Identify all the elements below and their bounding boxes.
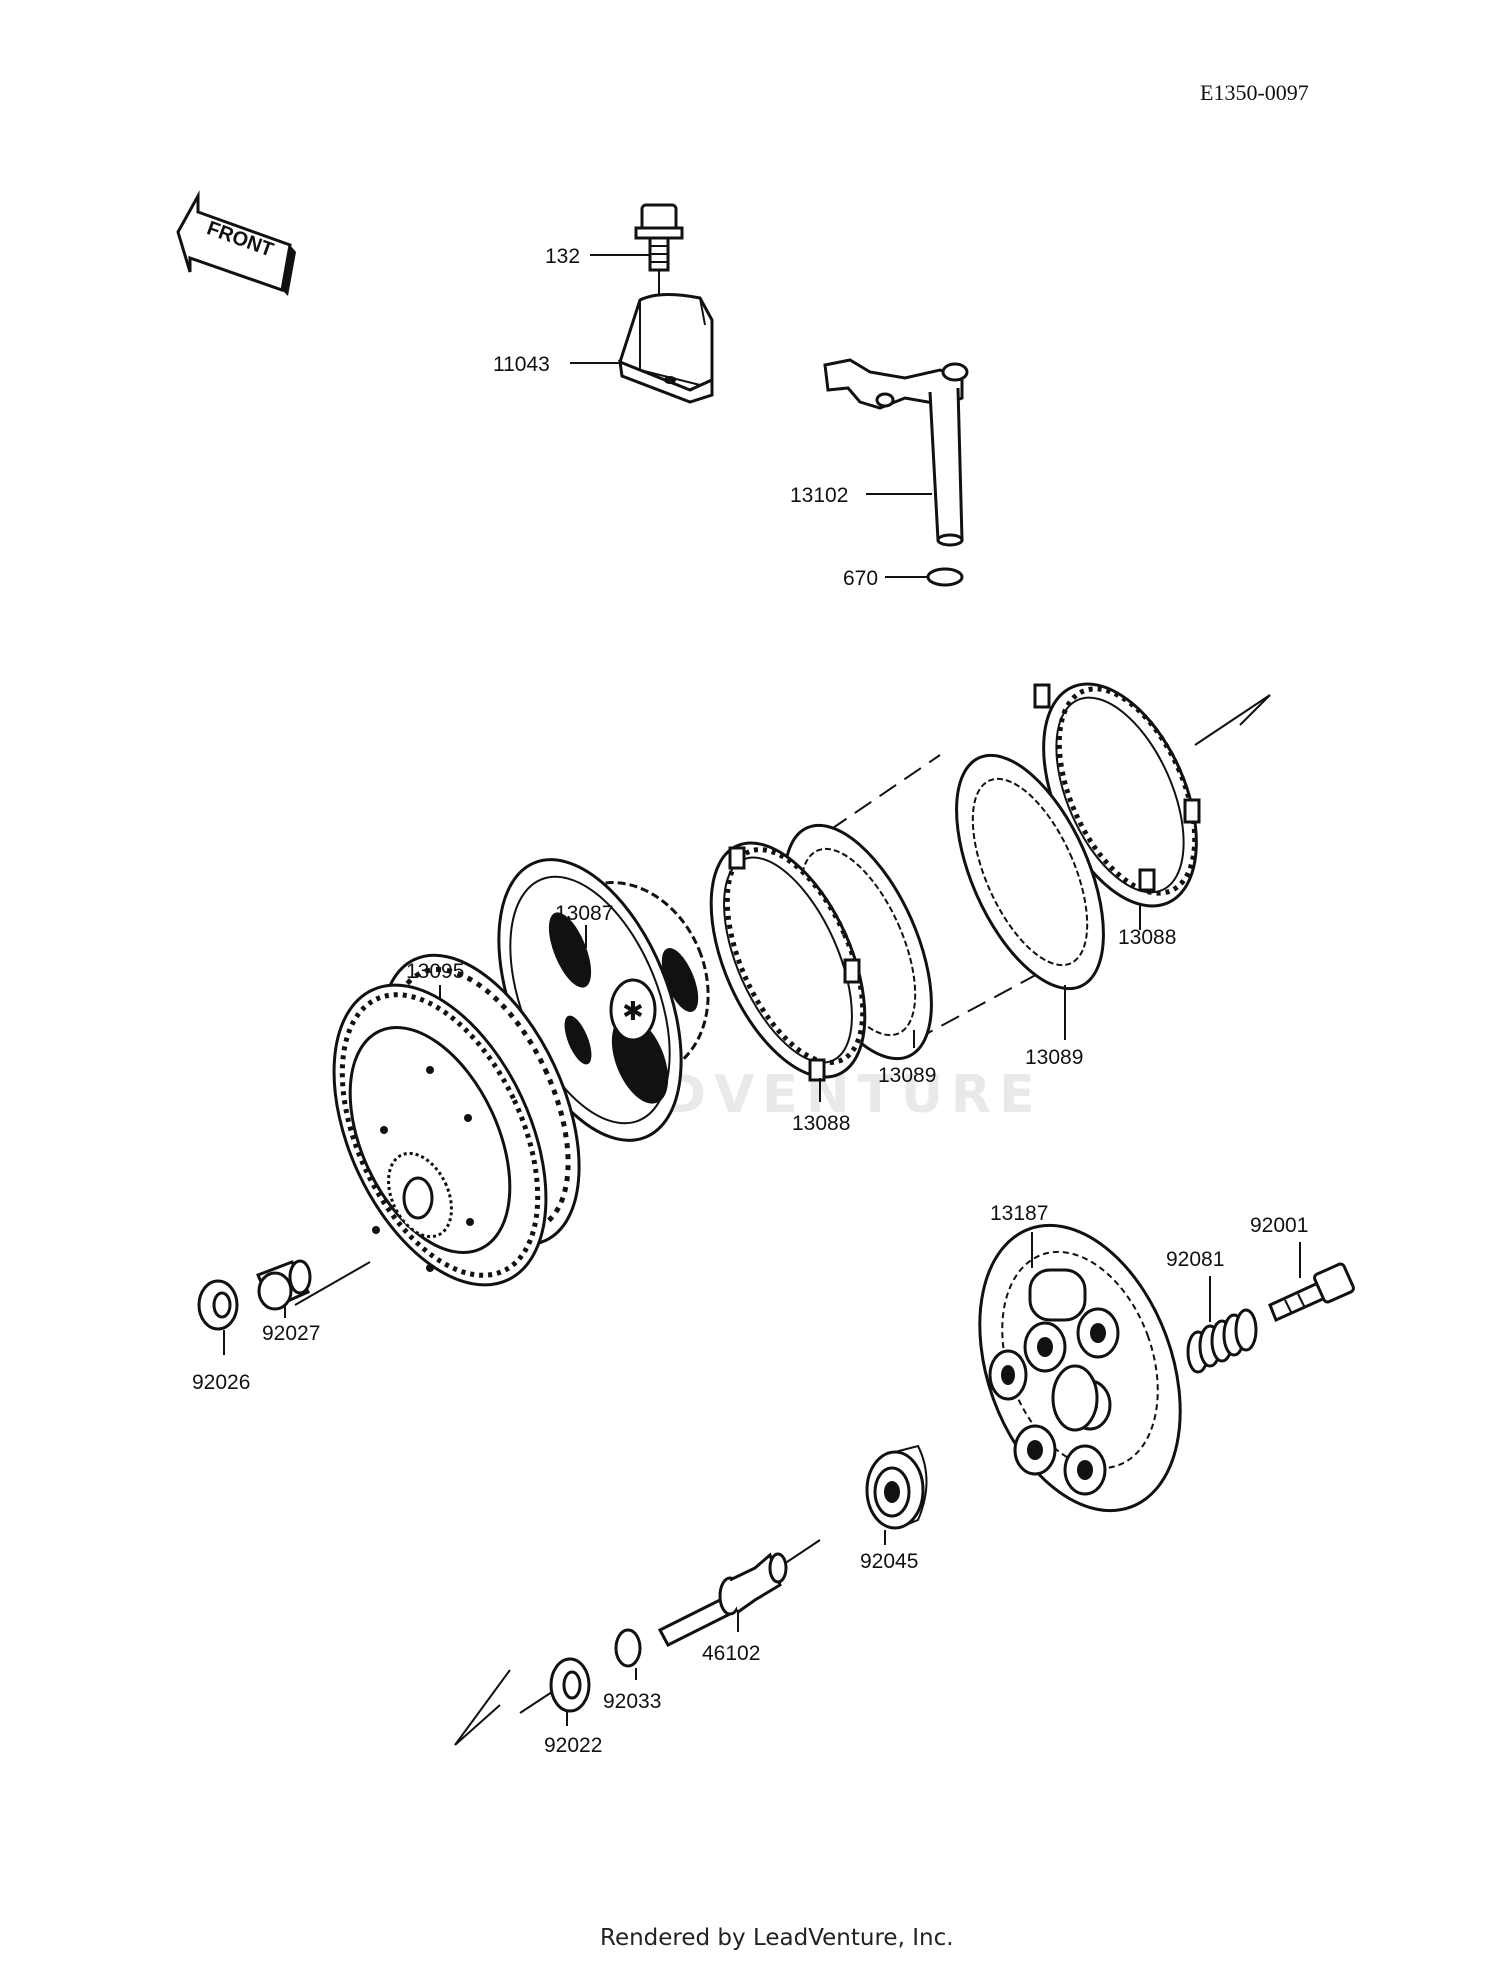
label-13087[interactable]: 13087 — [555, 902, 613, 925]
label-92027[interactable]: 92027 — [262, 1322, 320, 1345]
part-92001-bolt[interactable] — [1268, 1262, 1355, 1323]
label-92045[interactable]: 92045 — [860, 1550, 918, 1573]
svg-text:✱: ✱ — [622, 997, 644, 1027]
footer-credit: Rendered by LeadVenture, Inc. — [600, 1925, 954, 1951]
label-13095[interactable]: 13095 — [406, 960, 464, 983]
part-670-o-ring[interactable] — [926, 567, 964, 587]
part-13087-clutch-hub[interactable]: ✱ — [462, 834, 736, 1167]
label-13187[interactable]: 13187 — [990, 1202, 1048, 1225]
part-92081-spring[interactable] — [1186, 1308, 1258, 1374]
part-13102-release-shaft[interactable] — [823, 358, 969, 547]
label-11043[interactable]: 11043 — [493, 353, 550, 376]
label-92001[interactable]: 92001 — [1250, 1214, 1308, 1237]
label-92026[interactable]: 92026 — [192, 1371, 250, 1394]
part-13089-steel-plate-rear[interactable] — [926, 734, 1134, 1010]
assembly-axis-bottom — [454, 1669, 511, 1746]
label-92033[interactable]: 92033 — [603, 1690, 661, 1713]
label-46102[interactable]: 46102 — [702, 1642, 760, 1665]
part-92026-washer[interactable] — [197, 1279, 239, 1331]
part-46102-pushrod[interactable] — [657, 1552, 788, 1647]
assembly-axis-top — [1194, 694, 1271, 746]
part-92022-washer[interactable] — [549, 1657, 591, 1713]
part-92033-circlip[interactable] — [614, 1628, 642, 1668]
part-92027-sleeve[interactable] — [256, 1259, 312, 1311]
label-13102[interactable]: 13102 — [790, 484, 848, 507]
part-92045-bearing[interactable] — [865, 1444, 928, 1530]
label-92022[interactable]: 92022 — [544, 1734, 602, 1757]
label-13088-rear[interactable]: 13088 — [1118, 926, 1176, 949]
label-670[interactable]: 670 — [843, 567, 878, 590]
part-11043-bracket[interactable] — [618, 293, 714, 404]
diagram-code: E1350-0097 — [1200, 80, 1309, 105]
part-132-bolt[interactable] — [634, 203, 684, 272]
label-132[interactable]: 132 — [545, 245, 580, 268]
part-13187-pressure-plate[interactable] — [943, 1197, 1217, 1538]
label-92081[interactable]: 92081 — [1166, 1248, 1224, 1271]
label-13088-front[interactable]: 13088 — [792, 1112, 850, 1135]
front-arrow-icon: FRONT — [176, 190, 296, 296]
part-13088-friction-plate-front[interactable] — [680, 820, 897, 1100]
part-13095-clutch-housing[interactable] — [291, 925, 620, 1318]
label-13089-front[interactable]: 13089 — [878, 1064, 936, 1087]
label-13089-rear[interactable]: 13089 — [1025, 1046, 1083, 1069]
